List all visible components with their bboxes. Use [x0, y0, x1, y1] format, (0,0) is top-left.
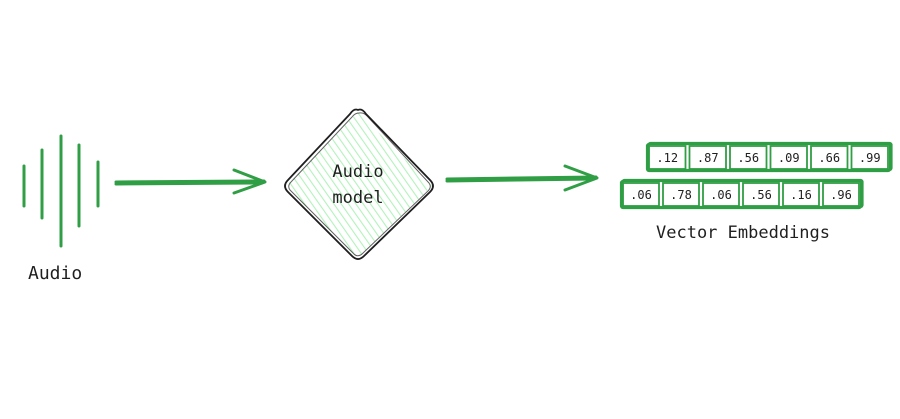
vector-cell	[662, 182, 700, 207]
vector-value: .06	[630, 188, 652, 202]
vector-cell	[742, 182, 780, 207]
vector-value: .78	[670, 188, 692, 202]
arrow-right-icon	[445, 164, 599, 192]
vector-value: .12	[656, 151, 678, 165]
vector-value: .99	[859, 151, 881, 165]
vector-cell	[688, 145, 727, 170]
vector-value: .56	[750, 188, 772, 202]
vector-value: .09	[778, 151, 800, 165]
vector-cell	[622, 182, 660, 207]
vector-value: .87	[697, 151, 719, 165]
vector-value: .96	[830, 188, 852, 202]
vector-cell	[810, 145, 849, 170]
vector-value: .16	[790, 188, 812, 202]
model-label-line1: Audio	[332, 162, 383, 182]
vector-cell	[702, 182, 740, 207]
audio-label: Audio	[28, 263, 82, 284]
vector-row-1: .12 .87 .56 .09 .66 .99	[645, 141, 893, 173]
vector-cell	[822, 182, 860, 207]
vector-value: .06	[710, 188, 732, 202]
audio-waveform-icon	[22, 134, 100, 248]
audio-model-node: Audio model	[284, 108, 434, 260]
vector-value: .56	[737, 151, 759, 165]
vector-cell	[850, 145, 889, 170]
vector-cell	[782, 182, 820, 207]
model-label-line2: model	[332, 188, 383, 208]
vector-embeddings-label: Vector Embeddings	[656, 223, 830, 243]
vector-embeddings: .12 .87 .56 .09 .66 .99 .06 .78 .06 .56 .16 .96	[619, 141, 893, 210]
vector-cell	[648, 145, 687, 170]
vector-cell	[729, 145, 768, 170]
arrow-right-icon	[114, 168, 267, 195]
vector-value: .66	[818, 151, 840, 165]
vector-cell	[769, 145, 808, 170]
vector-row-2: .06 .78 .06 .56 .16 .96	[619, 178, 864, 210]
